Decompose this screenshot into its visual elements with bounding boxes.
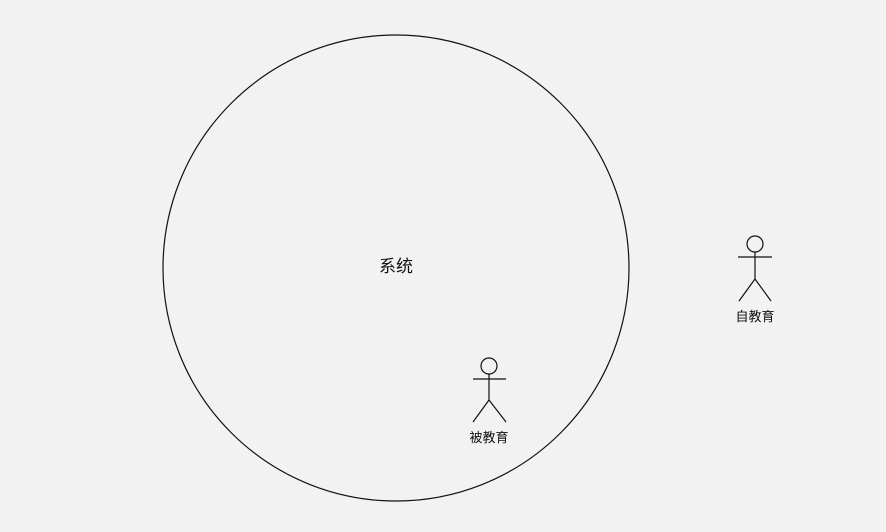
actor-self-icon bbox=[738, 235, 772, 302]
actor-educated-label: 被教育 bbox=[469, 431, 509, 446]
actor-educated-icon bbox=[472, 357, 507, 423]
system-boundary-circle bbox=[162, 34, 630, 502]
actor-self-label: 自教育 bbox=[735, 310, 775, 325]
system-label: 系统 bbox=[379, 257, 413, 277]
